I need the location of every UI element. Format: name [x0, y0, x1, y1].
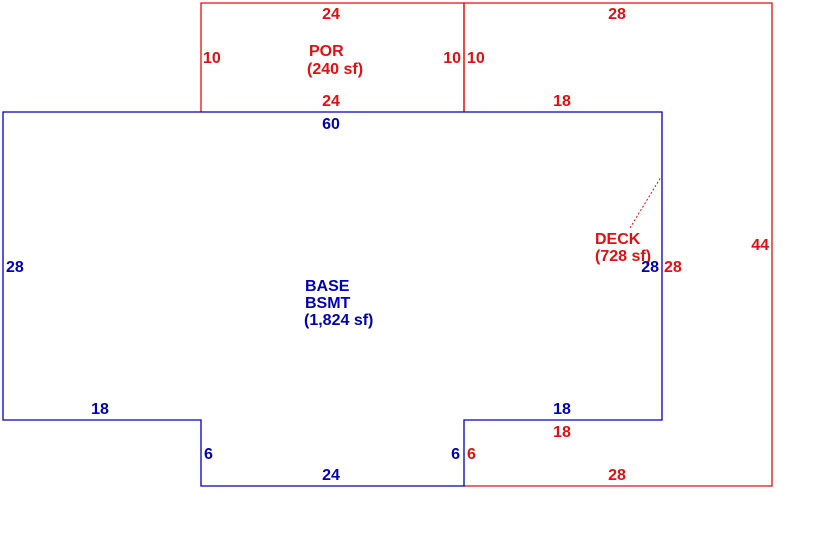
base-dim-left: 28 [6, 259, 24, 276]
base-dim-right: 28 [641, 259, 659, 276]
base-dim-notch-bottom: 24 [322, 467, 340, 484]
deck-label-area: (728 sf) [595, 248, 651, 265]
porch-label-area: (240 sf) [307, 61, 363, 78]
deck-label-name: DECK [595, 231, 641, 248]
deck-dim-lower-top: 18 [553, 424, 571, 441]
base-label-area: (1,824 sf) [304, 312, 373, 329]
deck-leader-line [629, 176, 662, 229]
base-dim-bottom-right: 18 [553, 401, 571, 418]
deck-dim-left-upper: 10 [467, 50, 485, 67]
porch-dim-top: 24 [322, 6, 340, 23]
deck-dim-upper-bottom: 18 [553, 93, 571, 110]
base-dim-top: 60 [322, 116, 340, 133]
porch-dim-bottom: 24 [322, 93, 340, 110]
base-dim-notch-left: 6 [204, 446, 213, 463]
deck-dim-lower-left: 6 [467, 446, 476, 463]
deck-dim-top: 28 [608, 6, 626, 23]
base-label-name: BASE [305, 278, 350, 295]
porch-dim-right: 10 [443, 50, 461, 67]
porch-label-name: POR [309, 43, 344, 60]
base-dim-notch-right: 6 [451, 446, 460, 463]
deck-dim-left: 28 [664, 259, 682, 276]
base-outline [2, 111, 663, 487]
deck-dim-right: 44 [751, 237, 769, 254]
deck-dim-bottom: 28 [608, 467, 626, 484]
porch-dim-left: 10 [203, 50, 221, 67]
base-dim-bottom-left: 18 [91, 401, 109, 418]
base-label-type: BSMT [305, 295, 351, 312]
deck-outline [463, 2, 773, 487]
